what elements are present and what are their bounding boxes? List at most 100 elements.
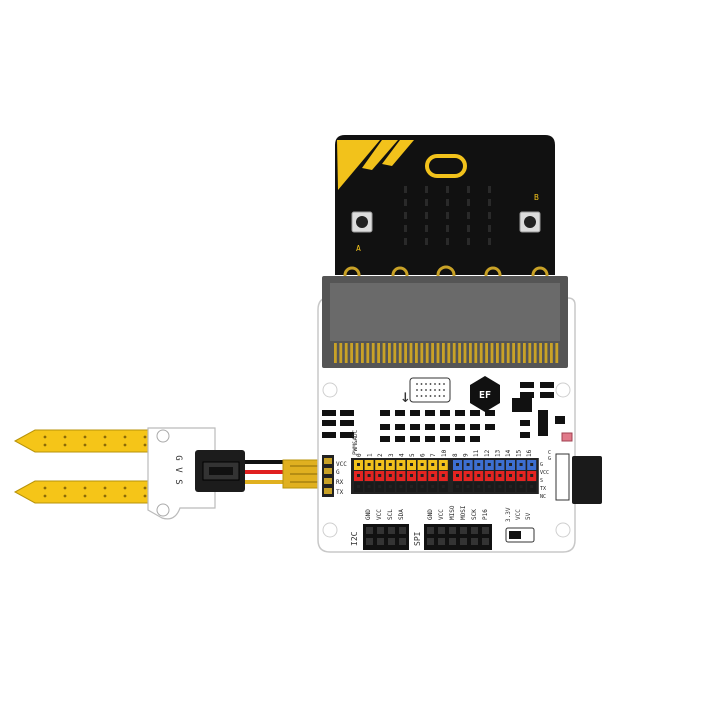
smd-footprint	[380, 436, 390, 442]
sensor-probe-bottom	[13, 480, 151, 504]
i2c-pin[interactable]	[377, 538, 384, 545]
header-pin-hole	[378, 485, 382, 488]
spi-pin[interactable]	[460, 538, 467, 545]
edge-pin	[415, 343, 418, 363]
spi-pin[interactable]	[471, 538, 478, 545]
edge-pin	[388, 343, 391, 363]
header-pin-hole	[477, 474, 481, 477]
smd-footprint	[485, 424, 495, 430]
edge-pin	[355, 343, 359, 363]
probe-dot	[103, 443, 107, 447]
uart-pin[interactable]	[324, 468, 332, 474]
pin-number-label: 2	[377, 453, 384, 457]
i2c-pin[interactable]	[388, 527, 395, 534]
edge-pin	[506, 343, 510, 363]
header-pin-hole	[410, 463, 413, 466]
pin-number-label: 11	[473, 449, 480, 457]
header-pin-hole	[399, 463, 403, 466]
edge-pin	[350, 343, 353, 363]
slot-dot	[429, 389, 432, 391]
i2c-pin[interactable]	[399, 538, 406, 545]
smd-footprint	[410, 424, 420, 430]
smd-footprint	[538, 410, 548, 436]
spi-pin[interactable]	[427, 538, 434, 545]
edge-pin	[458, 343, 461, 363]
uart-pin[interactable]	[324, 478, 332, 484]
led	[446, 199, 449, 206]
smd-footprint	[512, 398, 532, 412]
header-pin-hole	[498, 485, 502, 488]
i2c-pin[interactable]	[399, 527, 406, 534]
soil-moisture-sensor: G V S	[13, 427, 245, 520]
led	[488, 225, 491, 232]
led-matrix	[404, 186, 491, 245]
edge-pin	[469, 343, 472, 363]
power-switch-knob[interactable]	[509, 531, 521, 539]
smd-footprint	[395, 410, 405, 416]
probe-dot	[43, 435, 47, 439]
right-header-label: S	[540, 478, 543, 484]
spi-pin[interactable]	[471, 527, 478, 534]
spi-pin[interactable]	[438, 538, 445, 545]
slot-dot	[438, 383, 441, 385]
probe-dot	[143, 486, 147, 490]
microbit-logo[interactable]	[425, 154, 467, 178]
i2c-pin[interactable]	[366, 538, 373, 545]
pin-number-label: 5	[409, 453, 416, 457]
spi-pin-label: GND	[427, 509, 434, 520]
i2c-pin[interactable]	[388, 538, 395, 545]
pin-number-label: 8	[452, 453, 459, 457]
smd-footprint	[520, 420, 530, 426]
led	[467, 212, 470, 219]
pin-number-label: 13	[494, 449, 501, 457]
uart-pin[interactable]	[324, 458, 332, 464]
button-a[interactable]: A	[351, 211, 373, 253]
i2c-pin[interactable]	[366, 527, 373, 534]
pin-number-label: 14	[505, 449, 512, 457]
smd-footprint	[425, 410, 435, 416]
smd-footprint	[485, 410, 495, 416]
edge-pin	[512, 343, 515, 363]
header-pin-hole	[530, 474, 534, 477]
spi-pin[interactable]	[460, 527, 467, 534]
slot-dot	[443, 383, 445, 385]
spi-pin-label: VCC	[438, 509, 445, 520]
uart-pin[interactable]	[324, 488, 332, 494]
sensor-probe-dots	[43, 435, 147, 498]
smd-footprint	[470, 410, 480, 416]
led	[425, 238, 428, 245]
header-pin-hole	[378, 463, 382, 466]
spi-pin[interactable]	[482, 527, 489, 534]
smd-footprint	[455, 410, 465, 416]
smd-footprint	[555, 416, 565, 424]
sensor-mount-hole-bottom	[156, 503, 170, 517]
edge-pin	[533, 343, 537, 363]
power-3v3-label: 3.3V	[505, 507, 512, 522]
i2c-pin[interactable]	[377, 527, 384, 534]
edge-pin	[550, 343, 553, 363]
spi-pin[interactable]	[427, 527, 434, 534]
spi-pin[interactable]	[482, 538, 489, 545]
button-b[interactable]: B	[519, 193, 541, 233]
smd-footprint	[520, 432, 530, 438]
spi-pin[interactable]	[449, 527, 456, 534]
pwm-adc-label: PWM&ADC	[352, 429, 359, 455]
header-pin-hole	[357, 485, 360, 488]
i2c-pin-label: VCC	[376, 509, 383, 520]
led	[425, 186, 428, 193]
edge-pin	[490, 343, 494, 363]
pin-number-label: 1	[367, 453, 374, 457]
header-pin-hole	[399, 485, 403, 488]
edge-pin	[517, 343, 521, 363]
header-pin-hole	[519, 485, 523, 488]
edge-pin	[409, 343, 413, 363]
spi-pin[interactable]	[438, 527, 445, 534]
probe-dot	[143, 435, 147, 439]
header-pin-hole	[477, 485, 481, 488]
led	[467, 199, 470, 206]
spi-pin[interactable]	[449, 538, 456, 545]
